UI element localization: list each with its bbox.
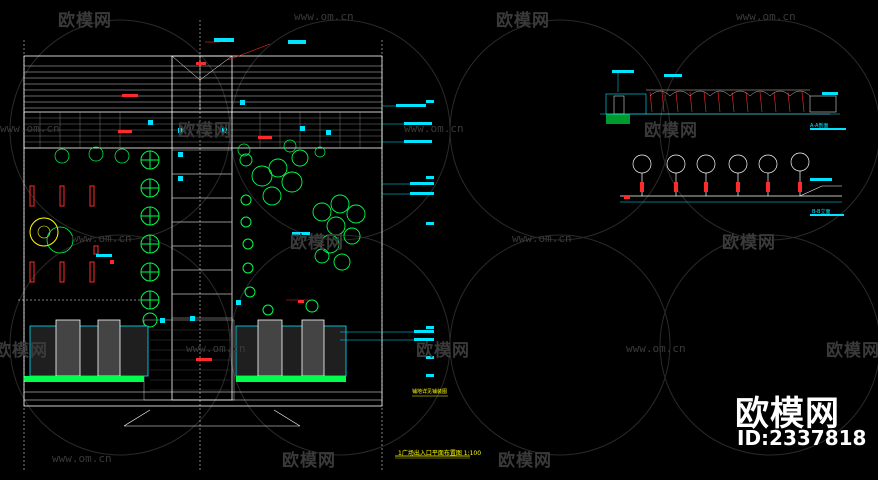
watermark-circles — [9, 19, 878, 456]
watermark-url: www.om.cn — [512, 232, 572, 245]
watermark-logo: 欧模网 — [0, 341, 48, 361]
watermark-logo: 欧模网 — [644, 121, 698, 141]
watermark-logo: 欧模网 — [58, 11, 112, 31]
watermark-url: www.om.cn — [626, 342, 686, 355]
watermark-logo: 欧模网 — [178, 121, 232, 141]
watermark-url: www.om.cn — [294, 10, 354, 23]
watermark-logo: 欧模网 — [498, 451, 552, 471]
watermark-logo: 欧模网 — [826, 341, 878, 361]
watermark-logo: 欧模网 — [416, 341, 470, 361]
plan-view — [18, 20, 470, 470]
watermark-logo: 欧模网 — [282, 451, 336, 471]
watermark-url: www.om.cn — [404, 122, 464, 135]
watermark-url: www.om.cn — [72, 232, 132, 245]
plan-note: 铺地详见铺装图 — [412, 389, 448, 395]
watermark-url: www.om.cn — [52, 452, 112, 465]
plan-title: 1广场出入口平面布置图 1:100 — [398, 450, 482, 457]
elevation-view — [620, 152, 844, 216]
watermark-url: www.om.cn — [736, 10, 796, 23]
brand-id: ID:2337818 — [737, 426, 867, 450]
watermark-logo: 欧模网 — [496, 11, 550, 31]
watermark-url: www.om.cn — [0, 122, 60, 135]
section-view — [600, 70, 846, 130]
watermark-url: www.om.cn — [186, 342, 246, 355]
watermark-logo: 欧模网 — [722, 233, 776, 253]
watermark-logo: 欧模网 — [290, 233, 344, 253]
elevation-title: B-B立面 — [812, 209, 831, 215]
brand-logo-text: 欧模网 — [735, 394, 840, 434]
section-title: A-A剖面 — [810, 123, 829, 129]
